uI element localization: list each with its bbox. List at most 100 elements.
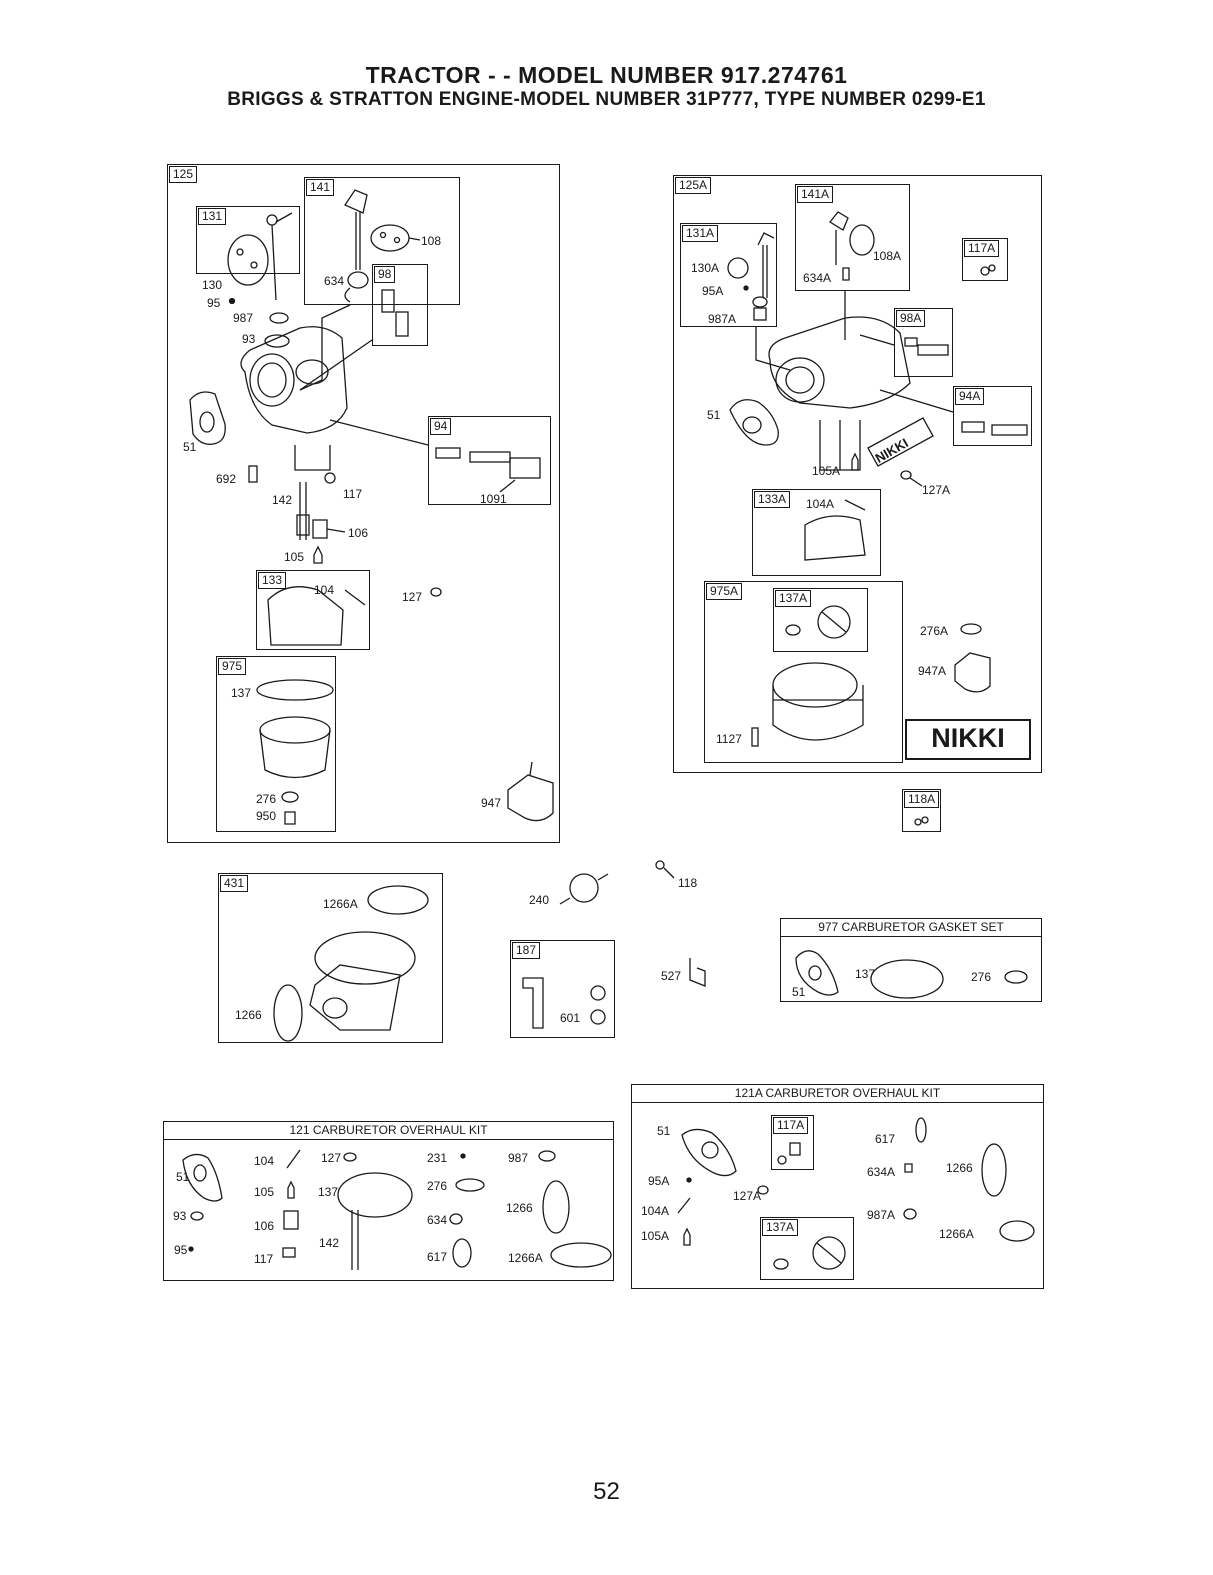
label-51-gasket: 51 [792, 985, 806, 999]
label-105: 105 [284, 550, 305, 564]
kit121-label-93: 93 [173, 1209, 187, 1223]
label-987: 987 [233, 311, 254, 325]
tag-975: 975 [218, 658, 247, 675]
box-117a [962, 238, 1008, 281]
tag-141a: 141A [797, 186, 834, 203]
label-634a: 634A [803, 271, 832, 285]
tag-431: 431 [220, 875, 249, 892]
kit121-label-105: 105 [254, 1185, 275, 1199]
kit121a-label-987a: 987A [867, 1208, 896, 1222]
intake-431-panel: 431 [218, 873, 443, 1043]
gasket-set-977-panel: 977 CARBURETOR GASKET SET [780, 918, 1042, 1002]
label-106: 106 [348, 526, 369, 540]
tag-94a: 94A [955, 388, 985, 405]
label-987a: 987A [708, 312, 737, 326]
label-130a: 130A [691, 261, 720, 275]
tag-98: 98 [374, 266, 396, 283]
label-601: 601 [560, 1011, 581, 1025]
kit121a-label-105a: 105A [641, 1229, 670, 1243]
box-187: 187 [510, 940, 615, 1038]
kit121-label-1266a: 1266A [508, 1251, 543, 1265]
kit-121a-title: 121A CARBURETOR OVERHAUL KIT [632, 1085, 1043, 1103]
kit121-label-137: 137 [318, 1185, 339, 1199]
label-104a: 104A [806, 497, 835, 511]
kit121-label-987: 987 [508, 1151, 529, 1165]
label-117: 117 [343, 487, 363, 501]
label-1266a: 1266A [323, 897, 358, 911]
box-975a [704, 581, 903, 763]
label-1091: 1091 [480, 492, 507, 506]
kit121-label-231: 231 [427, 1151, 448, 1165]
gasket-set-title: 977 CARBURETOR GASKET SET [781, 919, 1041, 937]
label-137: 137 [231, 686, 252, 700]
kit121-label-127: 127 [321, 1151, 342, 1165]
kit121a-tag-117a: 117A [773, 1117, 809, 1134]
nikki-badge: NIKKI [905, 719, 1031, 760]
kit121a-label-127a: 127A [733, 1189, 762, 1203]
tag-117a: 117A [964, 240, 1000, 257]
kit121a-box-117a [771, 1115, 814, 1170]
label-240: 240 [529, 893, 550, 907]
kit121a-label-104a: 104A [641, 1204, 670, 1218]
page-number: 52 [593, 1478, 620, 1505]
tag-975a: 975A [706, 583, 743, 600]
tag-133a: 133A [754, 491, 791, 508]
box-131a [680, 223, 777, 327]
label-118: 118 [678, 876, 698, 890]
label-276: 276 [256, 792, 277, 806]
tag-187: 187 [512, 942, 541, 959]
kit121a-tag-137a: 137A [762, 1219, 799, 1236]
tag-125: 125 [169, 166, 198, 183]
tag-125a: 125A [675, 177, 712, 194]
kit121a-label-634a: 634A [867, 1165, 896, 1179]
tag-94: 94 [430, 418, 452, 435]
tag-131a: 131A [682, 225, 719, 242]
label-947a: 947A [918, 664, 947, 678]
kit121-label-117: 117 [254, 1252, 274, 1266]
box-98 [372, 264, 428, 346]
tag-133: 133 [258, 572, 287, 589]
label-130: 130 [202, 278, 223, 292]
label-1127: 1127 [716, 732, 742, 746]
kit121-label-276: 276 [427, 1179, 448, 1193]
label-51: 51 [183, 440, 197, 454]
label-137-gasket: 137 [855, 967, 876, 981]
label-93: 93 [242, 332, 256, 346]
label-105a: 105A [812, 464, 841, 478]
kit121a-label-51: 51 [657, 1124, 671, 1138]
tag-98a: 98A [896, 310, 926, 327]
label-276a: 276A [920, 624, 949, 638]
kit121-label-142: 142 [319, 1236, 340, 1250]
box-975 [216, 656, 336, 832]
box-133a [752, 489, 881, 576]
box-94a [953, 386, 1032, 446]
kit121a-label-617: 617 [875, 1132, 896, 1146]
box-118a [902, 789, 941, 832]
overhaul-kit-121a-panel: 121A CARBURETOR OVERHAUL KIT [631, 1084, 1044, 1289]
label-104: 104 [314, 583, 335, 597]
label-108: 108 [421, 234, 442, 248]
kit121-label-51: 51 [176, 1170, 190, 1184]
label-95: 95 [207, 296, 221, 310]
box-133 [256, 570, 370, 650]
box-141a [795, 184, 910, 291]
box-137a [773, 588, 868, 652]
kit121-label-1266: 1266 [506, 1201, 533, 1215]
page-title: TRACTOR - - MODEL NUMBER 917.274761 [365, 62, 848, 88]
label-692: 692 [216, 472, 237, 486]
label-634: 634 [324, 274, 345, 288]
label-950: 950 [256, 809, 277, 823]
kit121a-box-137a [760, 1217, 854, 1280]
kit121-label-617: 617 [427, 1250, 448, 1264]
label-527: 527 [661, 969, 682, 983]
label-108a: 108A [873, 249, 902, 263]
kit121-label-106: 106 [254, 1219, 275, 1233]
kit121a-label-1266a: 1266A [939, 1227, 974, 1241]
carburetor-125-panel: 125 [167, 164, 560, 843]
label-142: 142 [272, 493, 293, 507]
label-127: 127 [402, 590, 423, 604]
label-51-right: 51 [707, 408, 721, 422]
carburetor-125a-panel: 125A [673, 175, 1042, 773]
label-947: 947 [481, 796, 502, 810]
